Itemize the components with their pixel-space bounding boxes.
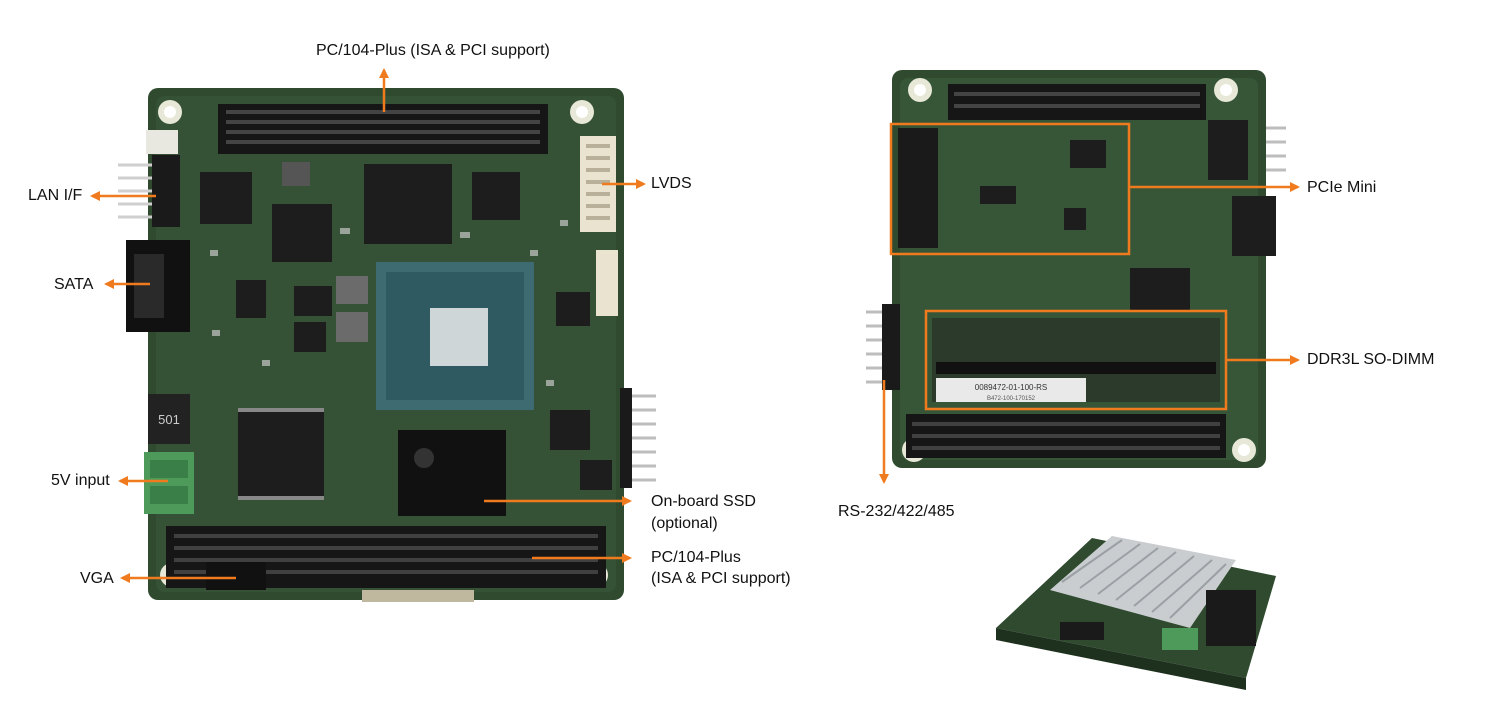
label-sata: SATA [54,276,94,293]
inductor [148,394,190,444]
dimm-label-1: 0089472-01-100-RS [975,383,1048,392]
board-bottom-view: 0089472-01-100-RS B472-100-170152 [866,70,1286,468]
label-ssd-line1: On-board SSD [651,493,756,510]
label-ddr3l: DDR3L SO-DIMM [1307,351,1435,368]
cpu-die [430,308,488,366]
label-pc104-bottom-line1: PC/104-Plus [651,549,741,566]
pcie-mini-box [889,122,1131,256]
label-pcie-mini: PCIe Mini [1307,179,1377,196]
callout-arrows [90,68,1300,583]
label-pc104-bottom-line2: (ISA & PCI support) [651,570,791,587]
label-lan: LAN I/F [28,187,83,204]
board-top-view: 501 [118,88,656,602]
label-lvds: LVDS [651,175,692,192]
lan-header [152,155,180,227]
board-3d-view [996,536,1276,690]
label-vga: VGA [80,570,114,587]
vga-header [206,562,266,590]
dimm-label-2: B472-100-170152 [987,396,1036,402]
dimm-sticker [936,378,1086,402]
ssd-chip [398,430,506,516]
label-pc104-top: PC/104-Plus (ISA & PCI support) [316,42,550,59]
label-power: 5V input [51,472,110,489]
label-serial: RS-232/422/485 [838,503,955,520]
label-ssd-line2: (optional) [651,515,718,532]
inductor-marking: 501 [158,412,180,427]
